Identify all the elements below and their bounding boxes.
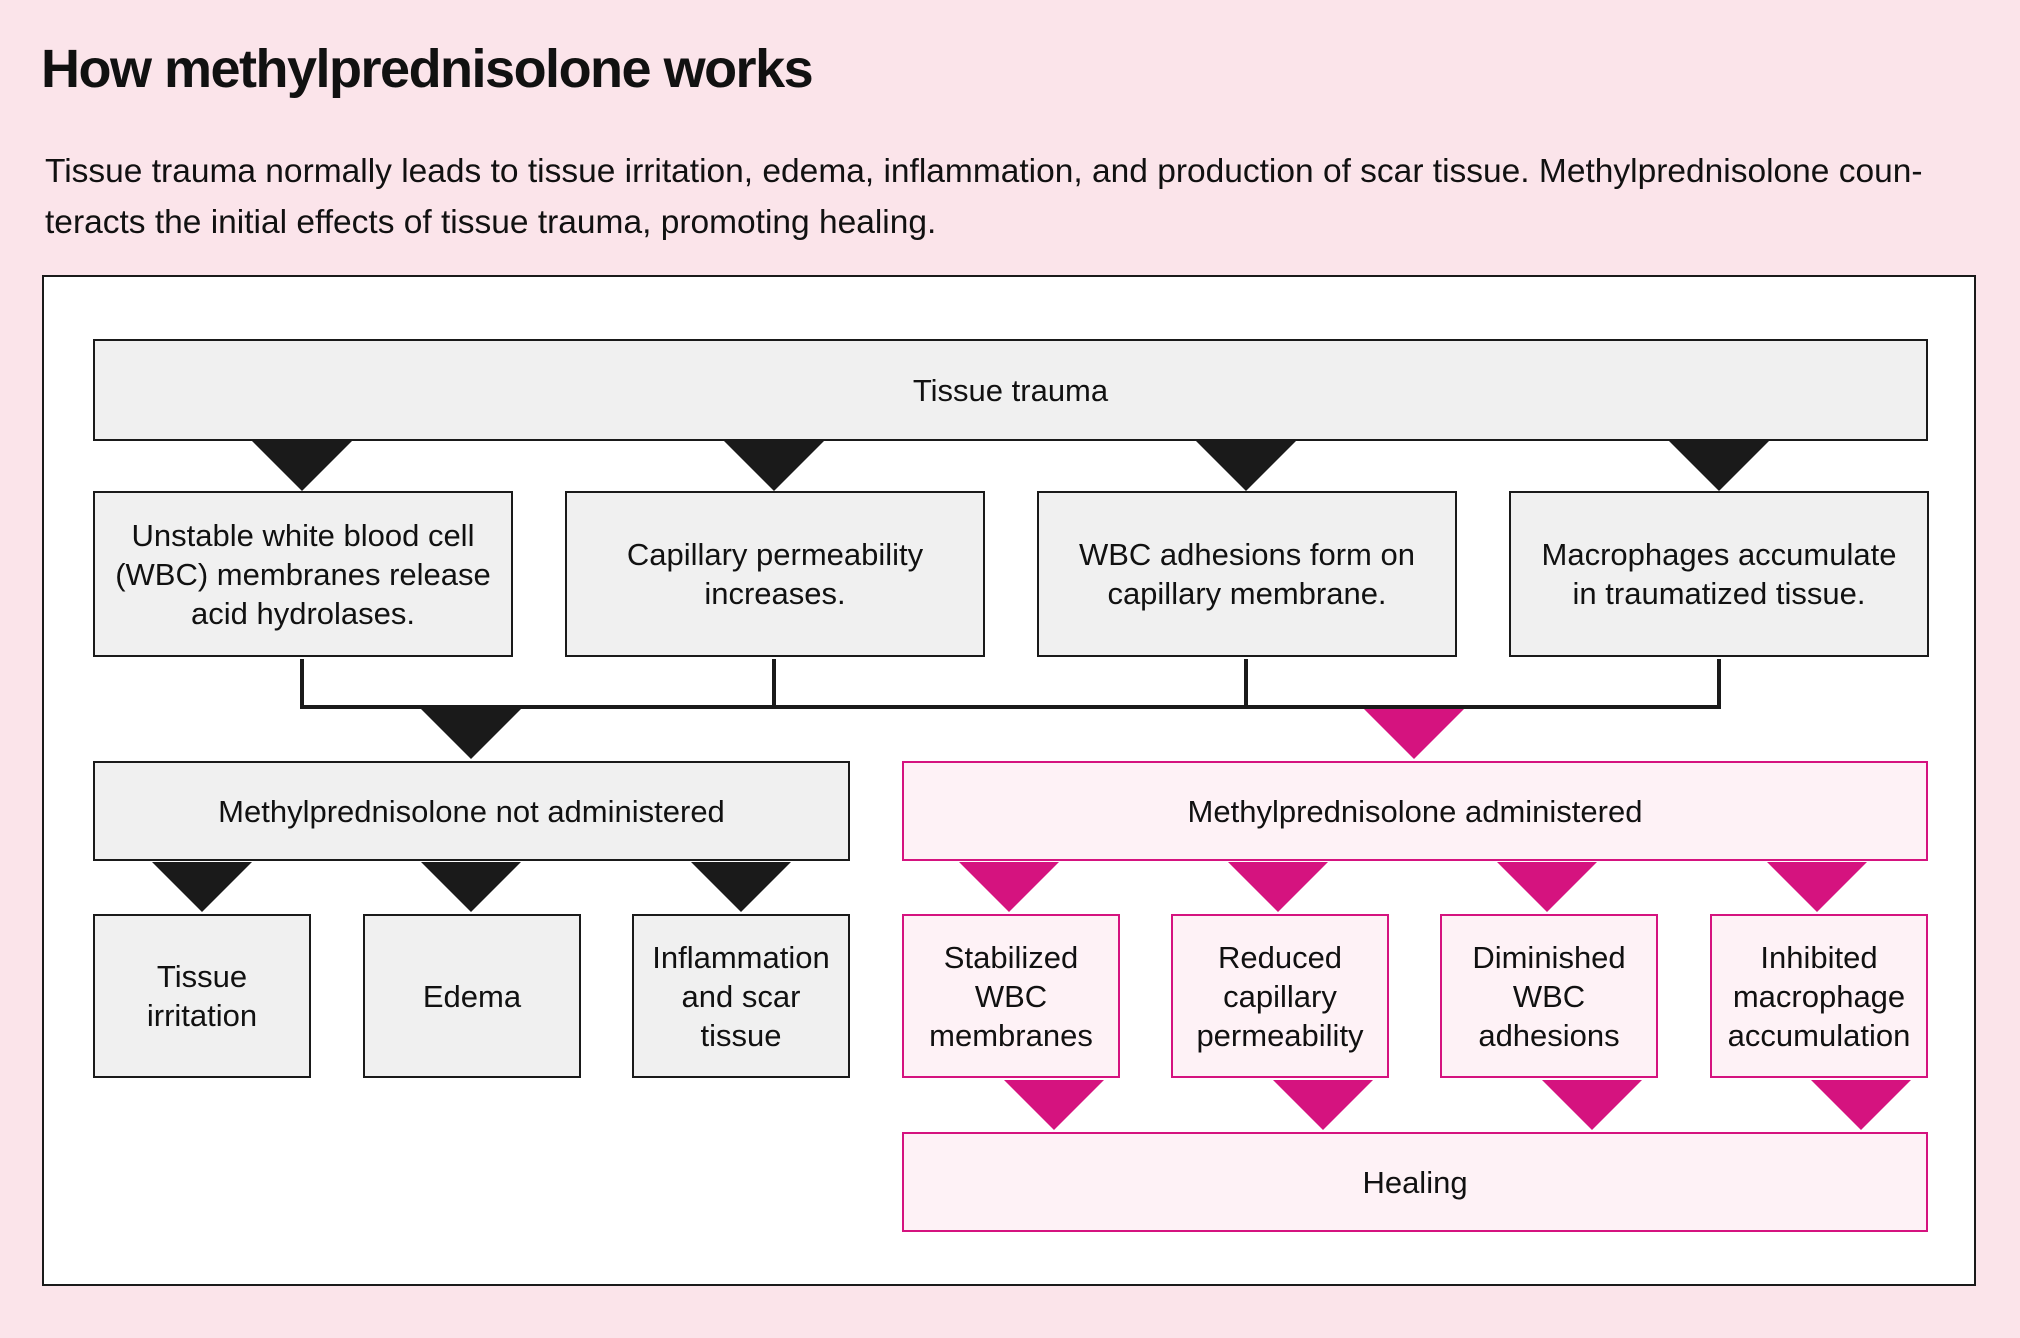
- node-tissue-trauma: Tissue trauma: [93, 339, 1928, 441]
- intro-line-2: teracts the initial effects of tissue tr…: [45, 204, 937, 241]
- arrow-inhibited-to-healing: [1811, 1080, 1911, 1130]
- arrow-to-reduced: [1228, 862, 1328, 912]
- collector-lines: [300, 659, 1721, 709]
- node-inflammation-scar: Inflammation and scar tissue: [632, 914, 850, 1078]
- arrow-root-to-capillary: [724, 441, 824, 491]
- node-capillary-permeability: Capillary permeability increases.: [565, 491, 985, 657]
- arrow-to-edema: [421, 862, 521, 912]
- node-healing: Healing: [902, 1132, 1928, 1232]
- node-not-administered: Methylprednisolone not administered: [93, 761, 850, 861]
- node-reduced-capillary: Reduced capillary permeability: [1171, 914, 1389, 1078]
- intro-text: Tissue trauma normally leads to tissue i…: [45, 146, 1945, 248]
- node-tissue-irritation: Tissue irritation: [93, 914, 311, 1078]
- intro-line-1: Tissue trauma normally leads to tissue i…: [45, 153, 1923, 190]
- arrow-to-diminished: [1497, 862, 1597, 912]
- arrow-to-administered: [1364, 709, 1464, 759]
- node-macrophages: Macrophages accumulate in traumatized ti…: [1509, 491, 1929, 657]
- arrow-to-stabilized: [959, 862, 1059, 912]
- node-wbc-adhesions: WBC adhesions form on capillary membrane…: [1037, 491, 1457, 657]
- collector-line: [300, 659, 1721, 709]
- arrow-to-inhibited: [1767, 862, 1867, 912]
- page-title: How methylprednisolone works: [41, 39, 814, 99]
- arrow-root-to-adhesions: [1196, 441, 1296, 491]
- node-diminished-adhesions: Diminished WBC adhesions: [1440, 914, 1658, 1078]
- diagram-panel: Tissue trauma Unstable white blood cell …: [42, 275, 1976, 1286]
- node-stabilized-wbc: Stabilized WBC membranes: [902, 914, 1120, 1078]
- node-inhibited-macrophage: Inhibited macrophage accumulation: [1710, 914, 1928, 1078]
- arrow-stabilized-to-healing: [1004, 1080, 1104, 1130]
- arrow-to-irritation: [152, 862, 252, 912]
- arrow-to-not-administered: [421, 709, 521, 759]
- arrow-root-to-wbc: [252, 441, 352, 491]
- arrow-to-inflammation: [691, 862, 791, 912]
- arrow-root-to-macrophages: [1669, 441, 1769, 491]
- arrow-reduced-to-healing: [1273, 1080, 1373, 1130]
- node-unstable-wbc-membranes: Unstable white blood cell (WBC) membrane…: [93, 491, 513, 657]
- node-edema: Edema: [363, 914, 581, 1078]
- arrow-diminished-to-healing: [1542, 1080, 1642, 1130]
- node-administered: Methylprednisolone administered: [902, 761, 1928, 861]
